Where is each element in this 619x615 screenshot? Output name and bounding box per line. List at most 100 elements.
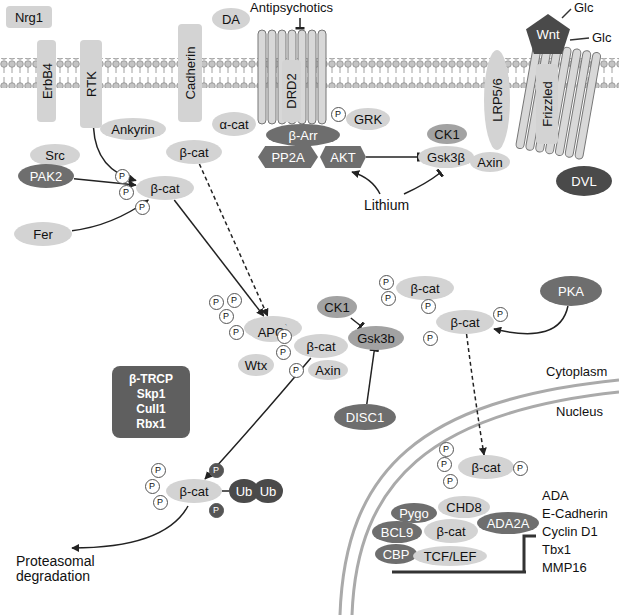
connector xyxy=(205,358,311,479)
protein-node: β-cat xyxy=(136,176,194,200)
node-text: CK1 xyxy=(324,300,349,315)
node-text: PP2A xyxy=(271,150,304,165)
transmembrane-helix xyxy=(318,30,326,124)
node-text: ErbB4 xyxy=(39,63,54,99)
drug-label: Antipsychotics xyxy=(250,0,333,15)
phospho-mark: P xyxy=(443,474,458,489)
gene-label: ADA xyxy=(542,488,569,503)
node-text: CK1 xyxy=(434,127,459,142)
node-text: CHD8 xyxy=(446,500,481,515)
node-text: Cull1 xyxy=(136,402,165,417)
node-text: AKT xyxy=(330,150,355,165)
inhibition-line xyxy=(299,18,301,28)
phospho-mark: P xyxy=(276,345,291,360)
node-text: Axin xyxy=(315,363,340,378)
node-text: Pygo xyxy=(399,506,429,521)
node-text: Src xyxy=(45,148,65,163)
phospho-mark: P xyxy=(493,307,508,322)
transmembrane-helix xyxy=(535,45,562,153)
phospho-mark: P xyxy=(421,299,436,314)
node-text: β-cat xyxy=(410,281,439,296)
activation-line xyxy=(352,172,380,194)
node-text: β-cat xyxy=(179,145,208,160)
receptor: LRP5/6 xyxy=(484,50,510,150)
node-text: ADA2A xyxy=(487,516,530,531)
protein-node: Wtx xyxy=(238,354,274,376)
receptor-label: Frizzled xyxy=(536,64,558,144)
node-text: RTK xyxy=(84,71,99,97)
nuclear-envelope xyxy=(352,392,619,615)
phospho-mark: P xyxy=(151,463,166,478)
phospho-mark: P xyxy=(219,309,234,324)
protein-node: DVL xyxy=(556,166,612,196)
protein-node: CHD8 xyxy=(438,496,490,518)
phospho-mark: P xyxy=(423,331,438,346)
node-text: Cadherin xyxy=(183,47,198,100)
protein-node: PP2A xyxy=(258,146,318,168)
protein-node: β-Arr xyxy=(266,124,340,146)
protein-node: Axin xyxy=(308,360,348,380)
protein-node: β-cat xyxy=(424,519,478,543)
phospho-mark: P xyxy=(437,457,452,472)
protein-node: β-cat xyxy=(294,334,348,358)
protein-node: β-cat xyxy=(436,310,494,334)
glycan-bond xyxy=(570,38,589,40)
connector xyxy=(199,164,267,316)
protein-node: DISC1 xyxy=(334,404,396,430)
node-text: β-cat xyxy=(471,460,500,475)
node-text: DRD2 xyxy=(284,73,299,108)
gene-label: Tbx1 xyxy=(542,542,571,557)
node-text: β-Arr xyxy=(288,128,317,143)
phospho-mark: P xyxy=(277,329,292,344)
glycan-label: Glc xyxy=(574,0,594,15)
ligase-complex: β-TRCPSkp1Cull1Rbx1 xyxy=(112,366,190,438)
node-text: GRK xyxy=(354,112,382,127)
node-text: Ub xyxy=(260,484,277,499)
phospho-mark: P xyxy=(209,503,224,518)
node-text: β-cat xyxy=(150,181,179,196)
protein-node: Pygo xyxy=(391,503,437,523)
inhibition-connector xyxy=(351,318,361,326)
protein-node: PKA xyxy=(540,276,602,306)
protein-node: Src xyxy=(30,144,80,166)
receptor: RTK xyxy=(80,40,102,128)
node-text: β-TRCP xyxy=(129,372,173,387)
phospho-mark: P xyxy=(115,169,130,184)
ligand-node: Wnt xyxy=(526,14,570,54)
gene-label: MMP16 xyxy=(542,560,587,575)
transmembrane-helix xyxy=(268,30,276,124)
node-text: Nrg1 xyxy=(15,10,43,25)
protein-node: CK1 xyxy=(427,124,466,144)
node-text: BCL9 xyxy=(381,525,414,540)
phospho-mark: P xyxy=(119,185,134,200)
inhibition-connector xyxy=(366,156,418,158)
node-text: Fer xyxy=(33,227,53,242)
phospho-mark: P xyxy=(227,293,242,308)
ligand-node: DA xyxy=(212,8,250,30)
receptor: ErbB4 xyxy=(37,40,56,122)
protein-node: TCF/LEF xyxy=(413,546,487,566)
node-text: β-cat xyxy=(179,484,208,499)
frizzled-receptor xyxy=(515,41,601,159)
node-text: PAK2 xyxy=(30,169,62,184)
process-label: Proteasomal degradation xyxy=(16,554,116,584)
phospho-mark: P xyxy=(331,107,346,122)
node-text: Wtx xyxy=(245,358,267,373)
connector xyxy=(174,200,263,316)
compartment-label: Cytoplasm xyxy=(546,364,607,379)
drd2-receptor xyxy=(258,30,326,124)
node-text: Gsk3β xyxy=(427,150,465,165)
protein-node: β-cat xyxy=(396,276,454,300)
protein-node: β-cat xyxy=(166,479,222,503)
inhibition-line xyxy=(404,173,440,194)
ubiquitin-node: Ub xyxy=(253,479,282,503)
phospho-mark: P xyxy=(289,363,304,378)
protein-node: ADA2A xyxy=(477,512,539,534)
node-text: TCF/LEF xyxy=(424,549,477,564)
gene-label: Cyclin D1 xyxy=(542,524,598,539)
phospho-mark: P xyxy=(135,200,150,215)
protein-node: α-cat xyxy=(212,112,256,136)
protein-node: Gsk3β xyxy=(418,146,474,168)
node-text: β-cat xyxy=(450,315,479,330)
